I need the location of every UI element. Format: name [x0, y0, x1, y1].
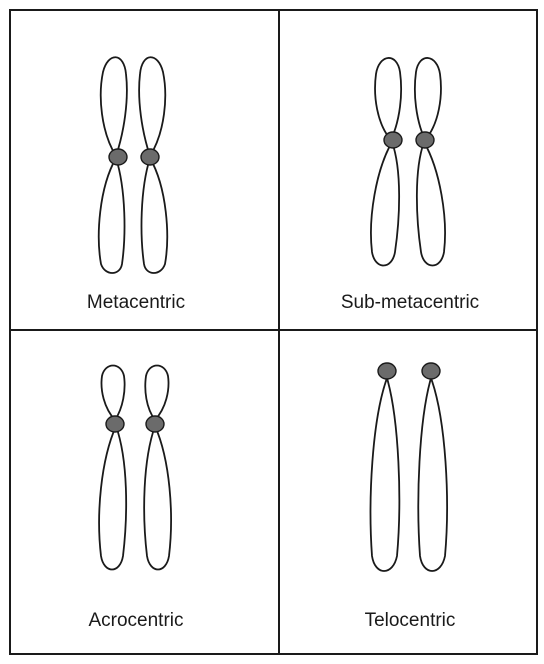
panel-acrocentric: Acrocentric — [88, 364, 184, 631]
long-arm — [415, 139, 446, 267]
chromosome-right — [417, 362, 448, 572]
panel-label: Telocentric — [365, 610, 456, 631]
centromere — [108, 148, 128, 166]
long-arm — [143, 423, 172, 571]
centromere — [140, 148, 160, 166]
chromosome-right — [413, 57, 446, 267]
panel-label: Acrocentric — [88, 610, 183, 631]
panel-label: Sub-metacentric — [341, 292, 479, 313]
long-arm — [97, 155, 126, 274]
long-arm — [98, 423, 128, 571]
long-arm — [417, 375, 448, 572]
long-arm — [369, 375, 401, 572]
chromosome-left — [370, 57, 403, 267]
chromosome-right — [143, 364, 172, 571]
panel-metacentric: Metacentric — [87, 56, 185, 313]
panel-submetacentric: Sub-metacentric — [341, 57, 479, 313]
chromosome-left — [98, 364, 128, 571]
long-arm — [370, 139, 401, 267]
centromere — [383, 131, 403, 149]
short-arm — [413, 57, 442, 142]
chromosome-left — [97, 56, 128, 274]
short-arm — [144, 364, 170, 422]
short-arm — [138, 56, 167, 159]
centromere — [145, 415, 165, 433]
panel-label: Metacentric — [87, 292, 185, 313]
centromere — [377, 362, 397, 380]
short-arm — [374, 57, 403, 142]
short-arm — [99, 56, 128, 159]
chromosome-left — [369, 362, 401, 572]
panel-telocentric: Telocentric — [365, 362, 456, 631]
long-arm — [140, 155, 169, 274]
short-arm — [100, 364, 126, 422]
centromere — [415, 131, 435, 149]
figure-frame — [9, 9, 538, 655]
chromosome-right — [138, 56, 169, 274]
centromere — [421, 362, 441, 380]
centromere — [105, 415, 125, 433]
